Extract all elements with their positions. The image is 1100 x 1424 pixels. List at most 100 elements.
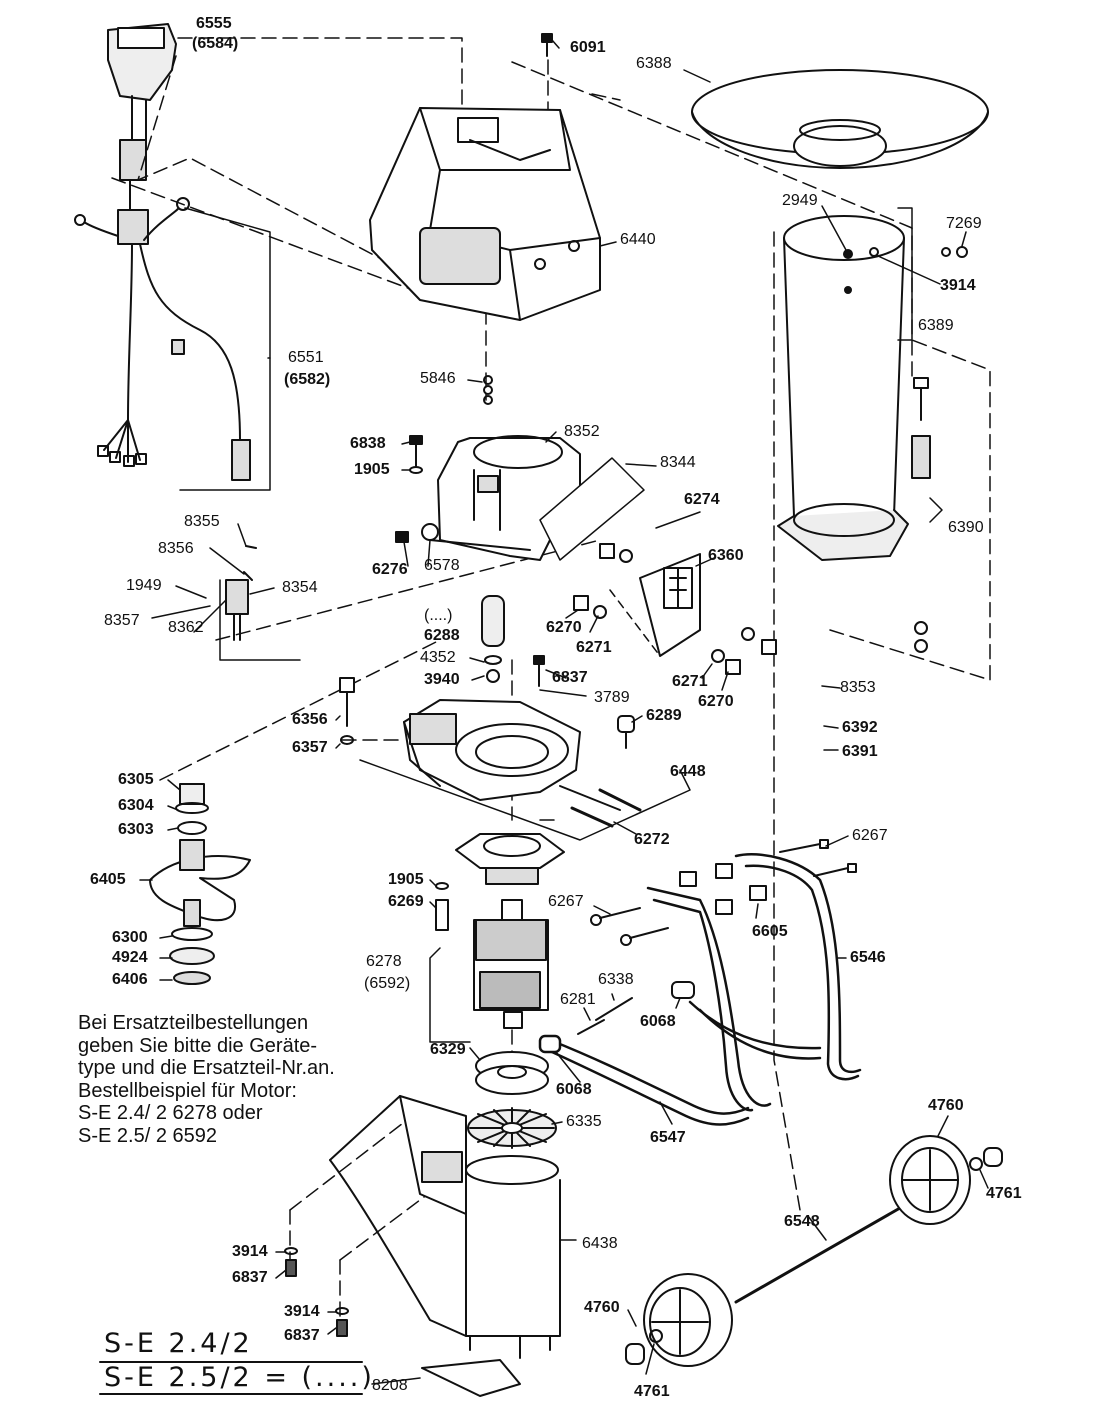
part-label-6269: 6269	[388, 893, 424, 910]
washers-3914-7269	[869, 246, 968, 258]
part-label-6547: 6547	[650, 1129, 686, 1146]
part-label-6329: 6329	[430, 1041, 466, 1058]
part-label-6448: 6448	[670, 763, 706, 780]
part-label-6305: 6305	[118, 771, 154, 788]
part-label-6300: 6300	[112, 929, 148, 946]
note-line: type und die Ersatzteil-Nr.an.	[78, 1057, 335, 1079]
bracket-6390	[929, 497, 943, 523]
part-label-8208: 8208	[372, 1377, 408, 1394]
part-label-6267-lower: 6267	[548, 893, 584, 910]
bracket-6274	[655, 511, 701, 529]
note-line: Bestellbeispiel für Motor:	[78, 1079, 297, 1102]
note-line: geben Sie bitte die Geräte-	[78, 1034, 318, 1057]
part-label-1905-upper: 1905	[354, 461, 390, 478]
part-label-6406: 6406	[112, 971, 148, 988]
part-label-6278: 6278	[366, 953, 402, 970]
part-label-3789: 3789	[594, 689, 630, 706]
part-label-6360: 6360	[708, 547, 744, 564]
part-label-1949: 1949	[126, 577, 162, 594]
part-label-6288-bracket: (....)	[424, 607, 453, 624]
bolt-6390	[911, 377, 931, 653]
part-label-6837-mid: 6837	[232, 1269, 268, 1286]
part-label-3940: 3940	[424, 671, 460, 688]
part-6289	[617, 715, 635, 749]
part-label-3914-mid: 3914	[232, 1243, 268, 1260]
part-label-6592: (6592)	[364, 975, 411, 992]
base-plate-8208	[421, 1359, 521, 1397]
part-label-6270-left: 6270	[546, 619, 582, 636]
hood-part	[369, 107, 601, 321]
part-label-4760-lower: 4760	[584, 1299, 620, 1316]
main-housing-6448-part	[403, 699, 642, 828]
part-label-6438: 6438	[582, 1235, 618, 1252]
part-label-6270-right: 6270	[698, 693, 734, 710]
part-label-4760-upper: 4760	[928, 1097, 964, 1114]
part-label-2949: 2949	[782, 192, 818, 209]
part-label-6392: 6392	[842, 719, 878, 736]
part-label-6837-low: 6837	[284, 1327, 320, 1344]
fasteners-3914-6837	[284, 1247, 349, 1337]
pointer-8344	[539, 457, 645, 561]
wiring-harness-part	[74, 197, 251, 481]
part-label-8355: 8355	[184, 513, 220, 530]
part-label-6272: 6272	[634, 831, 670, 848]
part-label-6837-upper: 6837	[552, 669, 588, 686]
fan-6335-part	[467, 1107, 557, 1149]
bracket-6278	[429, 947, 471, 1043]
part-label-6555: 6555	[196, 15, 232, 32]
cutter-6405-part	[149, 839, 251, 927]
model-label-s-e-2-5: S-E 2.5/2 = (....)	[104, 1362, 375, 1393]
part-label-6274: 6274	[684, 491, 720, 508]
part-label-6303: 6303	[118, 821, 154, 838]
part-label-5846: 5846	[420, 370, 456, 387]
part-label-6584: (6584)	[192, 35, 239, 52]
part-label-6546: 6546	[850, 949, 886, 966]
part-label-6605: 6605	[752, 923, 788, 940]
screw-6276-6578	[395, 523, 439, 543]
part-label-7269: 7269	[946, 215, 982, 232]
part-label-6335: 6335	[566, 1113, 602, 1130]
nuts-6270-6271	[573, 543, 777, 675]
part-label-6440: 6440	[620, 231, 656, 248]
bolts-6267	[590, 839, 857, 946]
part-label-3914-low: 3914	[284, 1303, 320, 1320]
part-label-6389: 6389	[918, 317, 954, 334]
part-label-6068-left: 6068	[556, 1081, 592, 1098]
part-label-6551: 6551	[288, 349, 324, 366]
part-label-6838: 6838	[350, 435, 386, 452]
part-label-8357: 8357	[104, 612, 140, 629]
part-label-6578: 6578	[424, 557, 460, 574]
part-label-4352: 4352	[420, 649, 456, 666]
part-label-8356: 8356	[158, 540, 194, 557]
wheel-lower-part	[625, 1273, 733, 1367]
leader-lines	[139, 39, 989, 1385]
part-label-6390: 6390	[948, 519, 984, 536]
fan-6329-part	[475, 1051, 549, 1095]
switch-8354-part	[219, 545, 301, 661]
part-label-8344: 8344	[660, 454, 696, 471]
capacitor-6288-part	[481, 595, 505, 683]
part-label-6357: 6357	[292, 739, 328, 756]
model-label-s-e-2-4: S-E 2.4/2	[104, 1328, 253, 1359]
model-underlines	[99, 1361, 363, 1395]
bearing-stack-part	[175, 783, 209, 835]
part-label-4761-upper: 4761	[986, 1185, 1022, 1202]
frame-6547-part	[538, 1034, 750, 1126]
caps-6068	[671, 981, 695, 999]
part-label-6276: 6276	[372, 561, 408, 578]
ordering-note: Bei Ersatzteilbestellungen geben Sie bit…	[78, 1012, 335, 1147]
part-label-4761-lower: 4761	[634, 1383, 670, 1400]
screw-6091	[541, 33, 553, 57]
part-label-3914-top: 3914	[940, 277, 976, 294]
pins-6338-6281	[577, 997, 633, 1035]
part-label-1905-lower: 1905	[388, 871, 424, 888]
part-label-6338: 6338	[598, 971, 634, 988]
note-line: Bei Ersatzteilbestellungen	[78, 1012, 309, 1034]
flap-6360-part	[609, 553, 701, 657]
motor-6278-part	[473, 899, 549, 1029]
feed-tube-part	[777, 215, 909, 561]
part-label-6391: 6391	[842, 743, 878, 760]
bracket-6551	[179, 207, 271, 491]
part-label-8353: 8353	[840, 679, 876, 696]
